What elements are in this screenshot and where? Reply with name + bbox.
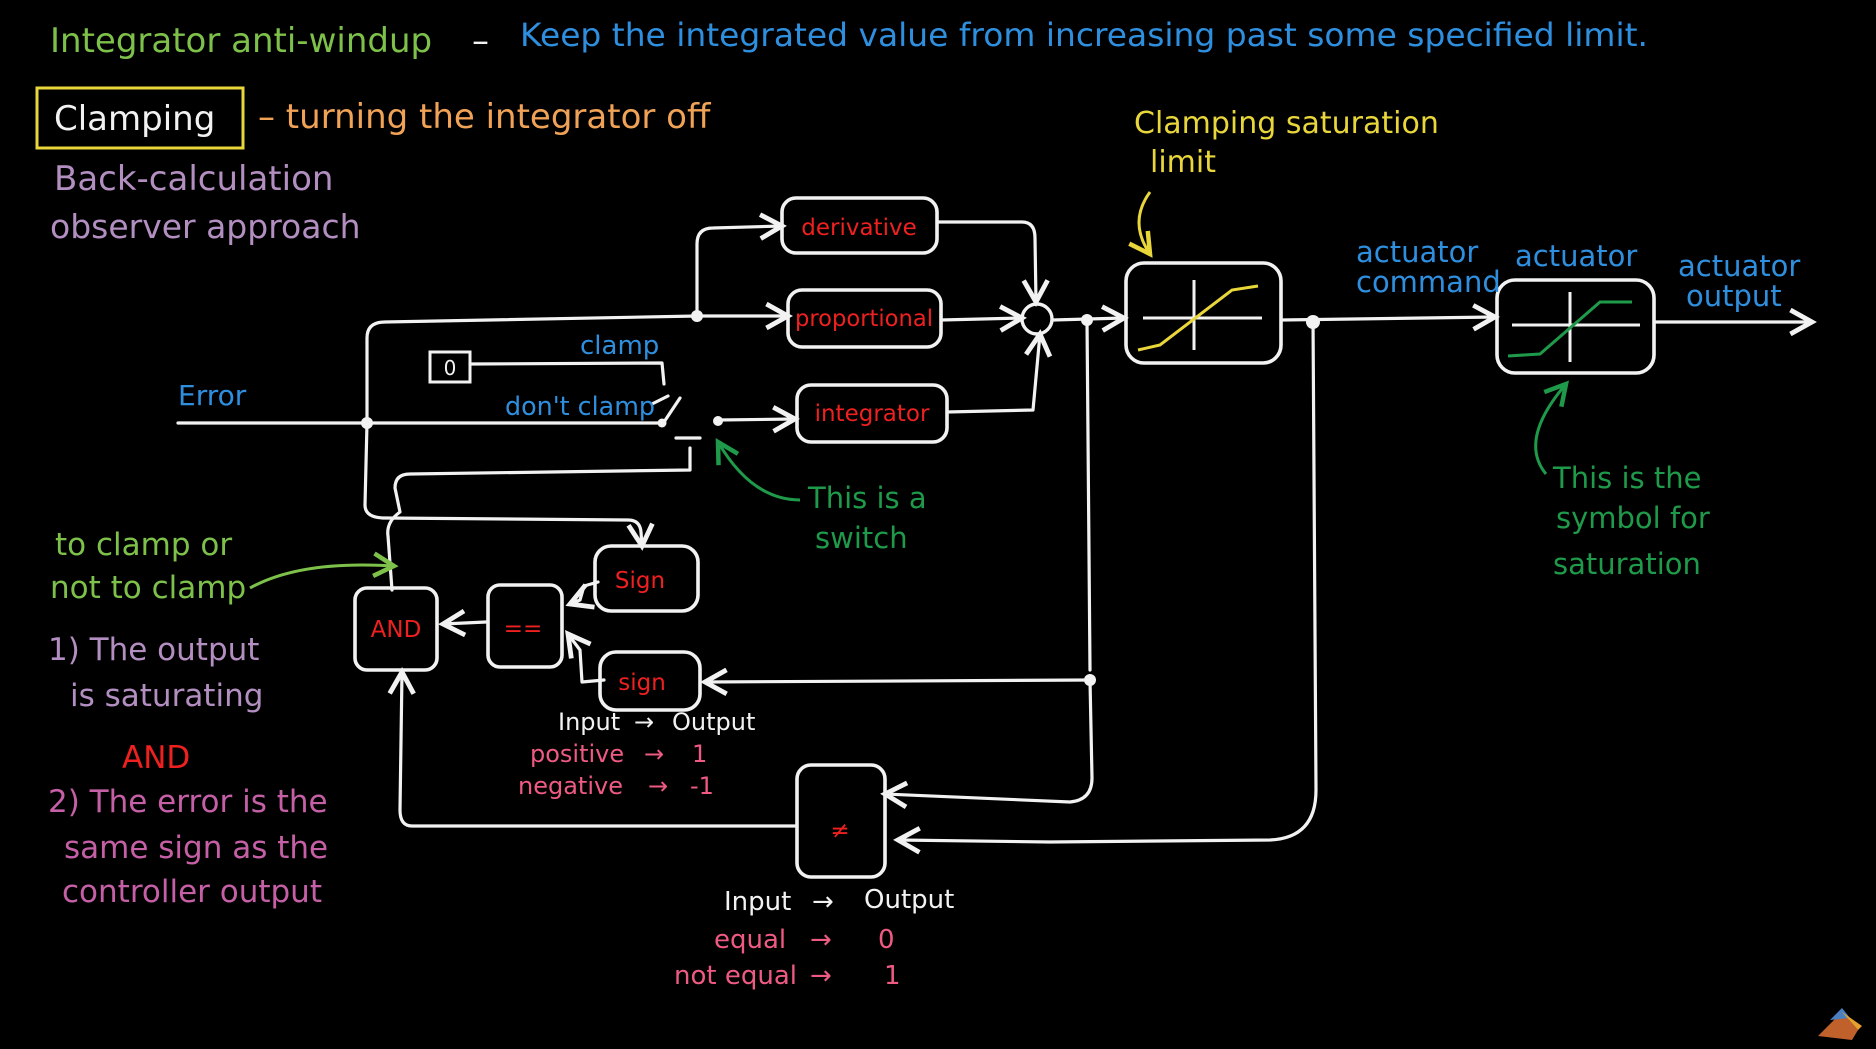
sign-table-header-in: Input (558, 708, 620, 736)
switch-note-2: switch (815, 521, 908, 555)
sign-row-negative-in: negative (518, 772, 623, 800)
actuator-command-label-1: actuator (1356, 235, 1478, 269)
proportional-block: proportional (786, 288, 943, 349)
actuator-output-label-2: output (1686, 279, 1782, 313)
switch-note-arrow (718, 442, 801, 502)
signal-wires (176, 222, 1812, 842)
neq-table-header-out: Output (864, 885, 954, 915)
sign-table-header-arrow: → (634, 708, 654, 736)
condition1-line2: is saturating (70, 678, 263, 714)
clamp-label: clamp (580, 331, 659, 361)
sign-table: Input → Output positive → 1 negative → -… (518, 708, 755, 800)
and-block: AND (353, 586, 439, 672)
condition2-line1: 2) The error is the (48, 784, 328, 820)
neq-row-notequal-arrow: → (810, 961, 832, 991)
junction-dots (361, 310, 1320, 686)
saturation-note-3: saturation (1553, 547, 1701, 581)
saturation-note-2: symbol for (1556, 501, 1710, 535)
method-observer: observer approach (50, 207, 361, 246)
proportional-label: proportional (795, 306, 933, 332)
condition1-line1: 1) The output (48, 632, 259, 668)
neq-table-header-in: Input (724, 887, 791, 917)
neq-row-equal-out: 0 (878, 925, 895, 955)
integrator-label: integrator (815, 401, 930, 427)
header-definition: Keep the integrated value from increasin… (520, 16, 1648, 54)
sign-row-positive-arrow: → (644, 740, 664, 768)
sign-bottom-label: sign (618, 670, 666, 696)
clamping-saturation-block (1124, 261, 1283, 365)
equals-label: == (504, 616, 543, 642)
not-equal-block: ≠ (795, 763, 887, 879)
clamp-constant-block: 0 (428, 350, 472, 384)
condition2-line3: controller output (62, 874, 322, 910)
summing-junction (1020, 302, 1054, 336)
neq-table-header-arrow: → (812, 887, 834, 917)
actuator-command-label-2: command (1356, 265, 1501, 299)
neq-row-equal-arrow: → (810, 925, 832, 955)
saturation-note-1: This is the (1552, 461, 1701, 495)
header-topic: Integrator anti-windup (50, 21, 432, 61)
matlab-logo-icon (1818, 1008, 1862, 1040)
condition2-line2: same sign as the (64, 830, 328, 866)
saturation-note-arrow (1534, 384, 1566, 475)
neq-row-notequal-in: not equal (674, 961, 797, 991)
sign-top-block: Sign (593, 544, 700, 613)
to-clamp-label-1: to clamp or (55, 527, 232, 563)
actuator-saturation-block (1495, 278, 1656, 375)
clamp-limit-label-1: Clamping saturation (1134, 106, 1439, 141)
clamp-constant-label: 0 (444, 356, 457, 380)
clamp-limit-label-2: limit (1150, 145, 1216, 180)
neq-row-equal-in: equal (714, 925, 786, 955)
equals-block: == (486, 583, 564, 669)
and-word: AND (122, 740, 190, 776)
clamp-limit-arrow (1139, 191, 1150, 254)
sign-table-header-out: Output (672, 708, 755, 736)
to-clamp-label-2: not to clamp (50, 570, 246, 606)
and-label: AND (371, 617, 422, 643)
sign-row-positive-in: positive (530, 740, 624, 768)
dont-clamp-label: don't clamp (505, 392, 655, 422)
header-dash: – (472, 21, 489, 61)
derivative-label: derivative (801, 215, 916, 241)
switch-note-1: This is a (807, 481, 927, 515)
clamping-highlight-box (35, 86, 245, 150)
method-clamping-desc: – turning the integrator off (258, 97, 712, 137)
neq-row-notequal-out: 1 (884, 961, 901, 991)
derivative-block: derivative (780, 196, 939, 255)
error-label: Error (178, 379, 247, 412)
actuator-label: actuator (1515, 239, 1637, 273)
sign-bottom-block: sign (598, 650, 702, 712)
method-clamping: Clamping (54, 99, 215, 139)
not-equal-label: ≠ (830, 818, 849, 844)
sign-top-label: Sign (615, 568, 665, 594)
actuator-output-label-1: actuator (1678, 249, 1800, 283)
sign-row-negative-out: -1 (690, 772, 714, 800)
method-back-calculation: Back-calculation (54, 159, 333, 199)
neq-table: Input → Output equal → 0 not equal → 1 (674, 885, 954, 991)
to-clamp-arrow (249, 565, 394, 590)
sign-row-positive-out: 1 (692, 740, 707, 768)
sign-row-negative-arrow: → (648, 772, 668, 800)
integrator-block: integrator (795, 383, 949, 444)
